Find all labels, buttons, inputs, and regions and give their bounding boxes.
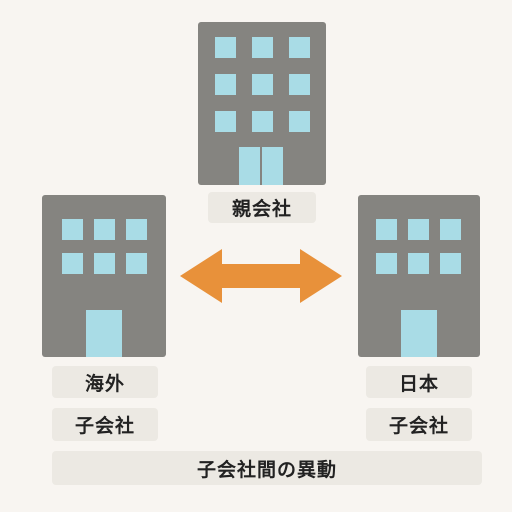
window	[440, 253, 461, 274]
door	[401, 310, 437, 357]
window	[408, 219, 429, 240]
window	[376, 253, 397, 274]
window	[252, 37, 273, 58]
window	[126, 219, 147, 240]
window	[376, 219, 397, 240]
window	[62, 253, 83, 274]
window	[289, 74, 310, 95]
overseas-subsidiary-label: 子会社	[52, 408, 158, 441]
window	[94, 253, 115, 274]
window	[408, 253, 429, 274]
window	[94, 219, 115, 240]
window	[289, 111, 310, 132]
caption-label: 子会社間の異動	[52, 451, 482, 485]
door	[239, 147, 283, 185]
window	[289, 37, 310, 58]
parent-company-label: 親会社	[208, 192, 316, 223]
window	[215, 111, 236, 132]
window	[440, 219, 461, 240]
parent-building-icon	[198, 22, 326, 185]
overseas-label: 海外	[52, 366, 158, 398]
japan-building-icon	[358, 195, 480, 357]
window	[215, 37, 236, 58]
japan-label: 日本	[366, 366, 472, 398]
window	[252, 74, 273, 95]
window	[126, 253, 147, 274]
japan-subsidiary-label: 子会社	[366, 408, 472, 441]
window	[252, 111, 273, 132]
window	[62, 219, 83, 240]
double-arrow-shape	[180, 249, 342, 303]
overseas-building-icon	[42, 195, 166, 357]
door	[86, 310, 122, 357]
window	[215, 74, 236, 95]
